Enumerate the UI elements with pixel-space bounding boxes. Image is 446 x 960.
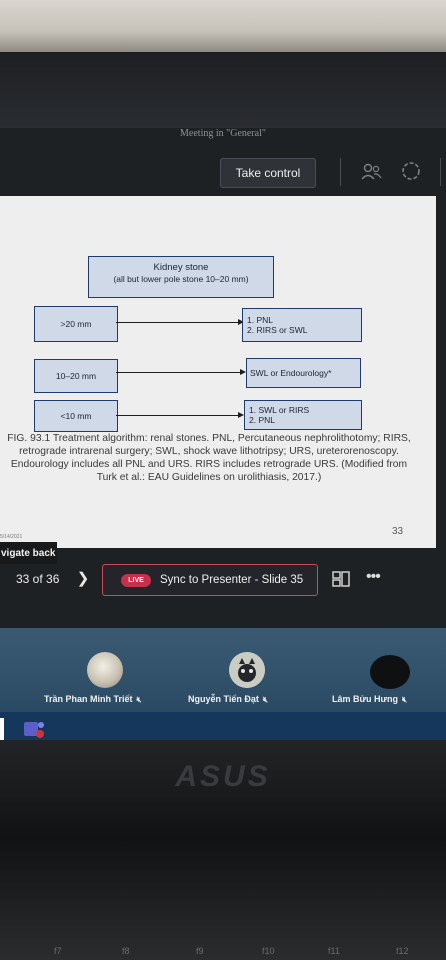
meeting-title: Meeting in "General" [180, 128, 266, 139]
participant-name-text: Nguyễn Tiến Đạt [188, 694, 259, 704]
treatment-line: 2. RIRS or SWL [247, 325, 308, 335]
arrow-head-icon [240, 369, 246, 375]
mic-off-icon: 🔇︎ [262, 695, 268, 704]
fkey-label: f11 [328, 946, 340, 956]
treatment-line: 1. PNL [247, 315, 273, 325]
kidney-stone-box: Kidney stone (all but lower pole stone 1… [88, 256, 274, 298]
background-wall [0, 0, 446, 52]
fkey-label: f10 [262, 946, 275, 956]
treatment-box-gt20: 1. PNL 2. RIRS or SWL [242, 308, 362, 342]
slide-grid-icon[interactable] [332, 571, 350, 587]
take-control-button[interactable]: Take control [220, 158, 316, 188]
people-icon[interactable] [360, 162, 382, 182]
participant-name: Trần Phan Minh Triết🔇︎ [44, 694, 142, 705]
treatment-line: 1. SWL or RIRS [249, 405, 310, 415]
mic-off-icon: 🔇︎ [402, 695, 408, 704]
size-box-gt20: >20 mm [34, 306, 118, 342]
flow-arrow-line-3 [116, 415, 242, 416]
teams-taskbar-icon[interactable] [22, 718, 46, 740]
treatment-line: 2. PNL [249, 415, 275, 425]
flow-arrow-line-1 [116, 322, 242, 323]
toolbar-divider-2 [440, 158, 441, 186]
laptop-brand-logo: ASUS [175, 760, 271, 793]
flow-arrow-line-2 [116, 372, 244, 373]
slide-page-number: 33 [392, 526, 404, 537]
size-label-gt20: >20 mm [60, 319, 92, 329]
avatar[interactable] [370, 655, 410, 689]
reaction-icon[interactable] [400, 160, 422, 182]
participant-name: Nguyễn Tiến Đạt🔇︎ [188, 694, 268, 705]
avatar-image [229, 652, 265, 688]
taskbar [0, 712, 446, 742]
mic-off-icon: 🔇︎ [136, 695, 142, 704]
arrow-head-icon [238, 319, 244, 325]
figure-caption: FIG. 93.1 Treatment algorithm: renal sto… [7, 433, 411, 483]
participant-name-text: Lâm Bửu Hưng [332, 694, 399, 704]
fkey-label: f9 [196, 946, 204, 956]
fkey-label: f8 [122, 946, 130, 956]
size-box-lt10: <10 mm [34, 400, 118, 432]
treatment-box-lt10: 1. SWL or RIRS 2. PNL [244, 400, 362, 430]
size-label-lt10: <10 mm [60, 411, 92, 421]
slide-counter: 33 of 36 [16, 572, 60, 586]
avatar[interactable] [229, 652, 265, 688]
taskbar-edge [0, 718, 4, 740]
monitor-bezel [0, 52, 446, 128]
live-badge: LIVE [121, 573, 151, 587]
participant-name: Lâm Bửu Hưng🔇︎ [332, 694, 407, 705]
kidney-box-subtitle: (all but lower pole stone 10–20 mm) [113, 274, 249, 284]
next-slide-button[interactable]: ❯ [76, 570, 90, 587]
arrow-head-icon [238, 412, 244, 418]
avatar[interactable] [87, 652, 123, 688]
fkey-label: f12 [396, 946, 409, 956]
sync-to-presenter-button[interactable]: LIVE Sync to Presenter - Slide 35 [102, 564, 318, 596]
fkey-label: f7 [54, 946, 62, 956]
shared-slide: Kidney stone (all but lower pole stone 1… [0, 196, 436, 548]
navigate-back-button[interactable]: vigate back [0, 542, 57, 564]
participant-name-text: Trần Phan Minh Triết [44, 694, 133, 704]
toolbar-divider [340, 158, 341, 186]
size-box-10-20: 10–20 mm [34, 359, 118, 393]
slide-date-stamp: 5/14/2021 [0, 534, 23, 540]
size-label-10-20: 10–20 mm [55, 371, 97, 381]
sync-label: Sync to Presenter - Slide 35 [160, 574, 304, 586]
teams-screen: Meeting in "General" Take control Kidney… [0, 128, 446, 742]
kidney-box-title: Kidney stone [153, 262, 209, 273]
more-options-icon[interactable]: ••• [366, 568, 381, 585]
treatment-line: SWL or Endourology* [250, 368, 332, 378]
treatment-box-10-20: SWL or Endourology* [246, 358, 361, 388]
laptop-body [0, 740, 446, 960]
